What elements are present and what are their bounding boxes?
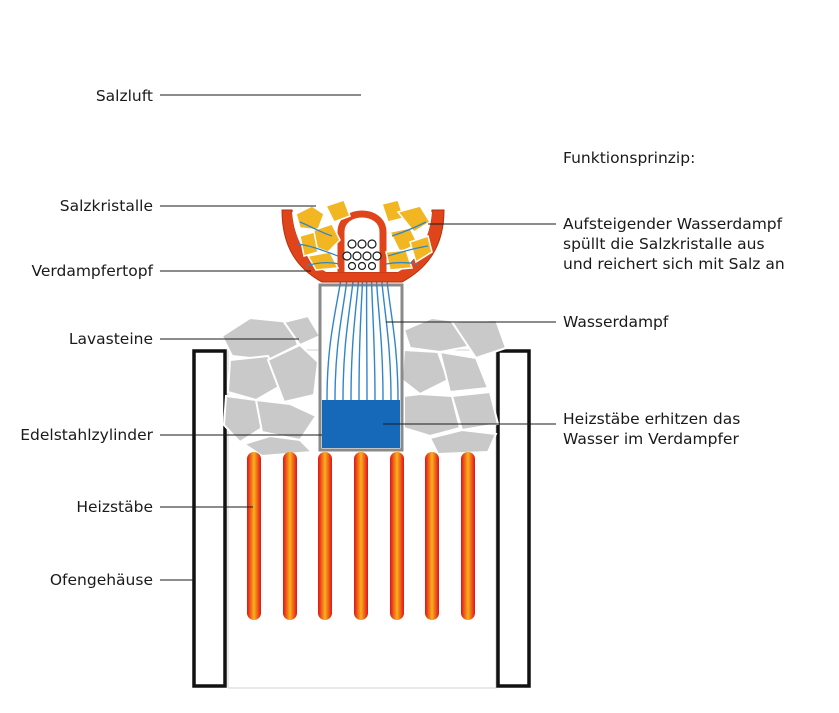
- label-heizstaebe: Heizstäbe: [76, 498, 153, 516]
- leader-lines: [160, 94, 556, 581]
- heating-rod: [425, 452, 439, 620]
- crystal-flow-lines: [297, 221, 429, 267]
- heating-rod: [390, 452, 404, 620]
- oven-wall-right: [496, 349, 531, 688]
- label-salzkristalle: Salzkristalle: [60, 197, 153, 215]
- heating-rod: [354, 452, 368, 620]
- label-aufsteigend-line3: und reichert sich mit Salz an: [563, 255, 785, 273]
- label-lavasteine: Lavasteine: [69, 330, 153, 348]
- label-ofengehaeuse: Ofengehäuse: [50, 571, 153, 589]
- label-aufsteigend-line2: spüllt die Salzkristalle aus: [563, 235, 765, 253]
- label-wasserdampf: Wasserdampf: [563, 313, 669, 331]
- rising-hot-air-lines: [223, 28, 499, 318]
- label-salzluft: Salzluft: [96, 87, 153, 105]
- label-heizstaebe-erhitzen-line1: Heizstäbe erhitzen das: [563, 410, 740, 428]
- heating-rod: [247, 452, 261, 620]
- heating-rods: [247, 452, 475, 620]
- heating-rod: [318, 452, 332, 620]
- label-aufsteigend-line1: Aufsteigender Wasserdampf: [563, 215, 783, 233]
- heating-rod: [283, 452, 297, 620]
- diagram-labels: Salzluft Salzkristalle Verdampfertopf La…: [20, 87, 784, 589]
- oven-wall-left: [192, 349, 227, 688]
- label-edelstahlzylinder: Edelstahlzylinder: [20, 426, 153, 444]
- steam-bubbles: [342, 239, 382, 271]
- label-heizstaebe-erhitzen-line2: Wasser im Verdampfer: [563, 430, 739, 448]
- heating-rod: [461, 452, 475, 620]
- label-funktionsprinzip: Funktionsprinzip:: [563, 149, 695, 167]
- label-verdampfertopf: Verdampfertopf: [31, 262, 153, 280]
- salt-air-lines: [293, 20, 430, 198]
